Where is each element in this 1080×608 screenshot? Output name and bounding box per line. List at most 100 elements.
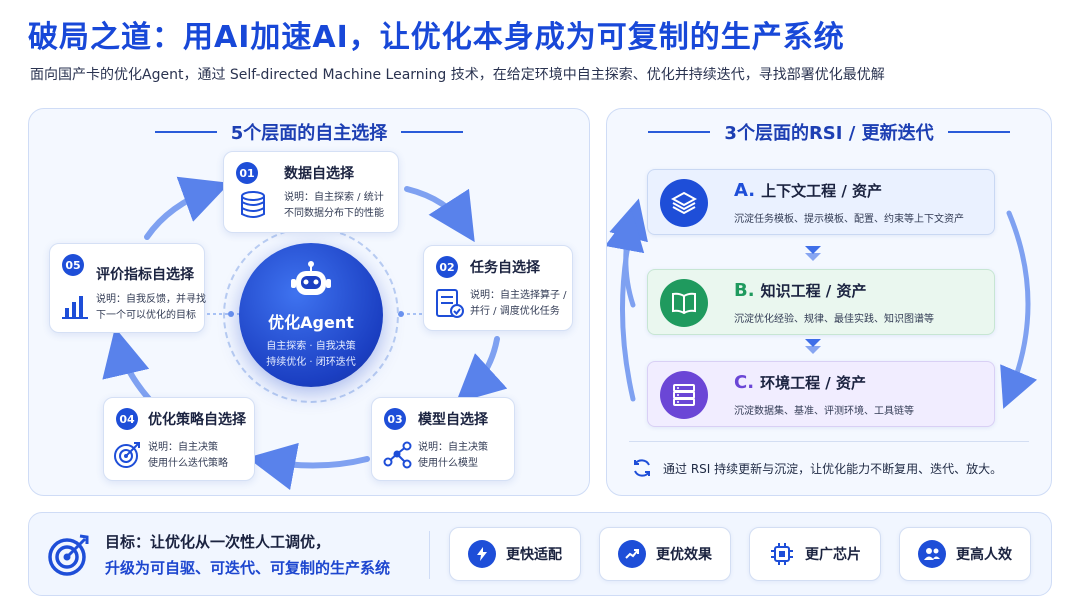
node-desc-line1: 说明：自主决策: [418, 442, 488, 453]
arrow-04-to-05: [102, 327, 152, 402]
arrow-01-to-02: [404, 186, 475, 243]
header-rule-right: [401, 131, 464, 133]
target-icon: [48, 534, 89, 576]
chevron-down-icon: [805, 253, 821, 261]
node-desc-line1: 说明：自主决策: [148, 442, 218, 453]
node-desc-line1: 说明：自我反馈，并寻找: [96, 294, 206, 305]
agent-hub-line1: 自主探索 · 自我决策: [266, 341, 356, 352]
rsi-card-letter: A.: [734, 180, 756, 201]
page-subtitle: 面向国产卡的优化Agent，通过 Self-directed Machine L…: [30, 67, 885, 83]
node-data-selection: 01 数据自选择 说明：自主探索 / 统计 不同数据分布下的性能: [223, 151, 399, 233]
header-rule-left: [648, 131, 711, 133]
autonomy-panel-title: 5个层面的自主选择: [230, 123, 388, 144]
benefit-label: 更快适配: [506, 547, 562, 563]
chevron-down-icon: [805, 346, 821, 354]
rsi-card-context: A. 上下文工程 / 资产 沉淀任务模板、提示模板、配置、约束等上下文资产: [647, 169, 995, 235]
arrow-03-to-04: [247, 442, 370, 491]
bar-chart-icon: [62, 296, 88, 319]
node-description: 说明：自主探索 / 统计 不同数据分布下的性能: [284, 190, 384, 222]
node-number: 04: [116, 408, 138, 430]
benefit-more-chips: 更广芯片: [749, 527, 881, 581]
node-task-selection: 02 任务自选择 说明：自主选择算子 / 并行 / 调度优化任务: [423, 245, 573, 331]
autonomy-panel: 5个层面的自主选择: [28, 108, 590, 496]
rsi-card-title-text: 上下文工程 / 资产: [761, 182, 883, 200]
arrow-02-to-03: [455, 336, 508, 404]
rsi-card-desc: 沉淀任务模板、提示模板、配置、约束等上下文资产: [734, 214, 964, 225]
benefit-label: 更高人效: [956, 547, 1012, 563]
open-book-icon: [660, 279, 708, 327]
node-description: 说明：自主决策 使用什么迭代策略: [148, 440, 228, 472]
hub-link-dot-right: [398, 311, 404, 317]
arrow-05-to-01: [144, 176, 230, 240]
rsi-card-title-text: 知识工程 / 资产: [760, 282, 867, 300]
node-title: 评价指标自选择: [96, 267, 194, 283]
agent-hub-title: 优化Agent: [268, 313, 354, 332]
rsi-card-desc: 沉淀数据集、基准、评测环境、工具链等: [734, 406, 914, 417]
rsi-panel-title: 3个层面的RSI / 更新迭代: [724, 123, 934, 144]
agent-hub-line2: 持续优化 · 闭环迭代: [266, 357, 356, 368]
rsi-panel: 3个层面的RSI / 更新迭代 A.上下文工程: [606, 108, 1052, 496]
goal-line1: 目标：让优化从一次性人工调优，: [105, 533, 331, 551]
network-nodes-icon: [383, 441, 412, 469]
rsi-card-desc: 沉淀优化经验、规律、最佳实践、知识图谱等: [734, 314, 934, 325]
robot-icon: [291, 261, 331, 295]
node-number: 01: [236, 162, 258, 184]
header-rule-left: [154, 131, 217, 133]
chip-icon: [771, 543, 793, 565]
rsi-card-title: C.环境工程 / 资产: [734, 372, 866, 393]
header-rule-right: [947, 131, 1010, 133]
rsi-card-letter: C.: [734, 372, 755, 393]
rsi-card-title: A. 上下文工程 / 资产: [734, 180, 882, 201]
benefit-faster-adaptation: 更快适配: [449, 527, 581, 581]
node-description: 说明：自主选择算子 / 并行 / 调度优化任务: [470, 288, 567, 320]
chevron-down-icon: [805, 339, 821, 347]
node-title: 模型自选择: [418, 412, 488, 428]
rsi-arrows: [607, 198, 1038, 409]
rsi-note-text: 通过 RSI 持续更新与沉淀，让优化能力不断复用、迭代、放大。: [663, 461, 1003, 476]
chevron-down-icon: [805, 246, 821, 254]
rsi-card-title: B. 知识工程 / 资产: [734, 280, 867, 301]
loop-arrow-right: [1000, 210, 1038, 409]
layers-icon: [660, 179, 708, 227]
checklist-icon: [436, 289, 464, 318]
rsi-panel-header: 3个层面的RSI / 更新迭代: [607, 119, 1051, 145]
benefit-label: 更广芯片: [805, 547, 861, 563]
node-desc-line1: 说明：自主选择算子 /: [470, 290, 567, 301]
cycle-arrows: [102, 176, 508, 491]
autonomy-panel-header: 5个层面的自主选择: [29, 119, 589, 145]
target-arrow-icon: [114, 442, 140, 468]
benefit-label: 更优效果: [656, 547, 712, 563]
rsi-divider: [629, 441, 1029, 442]
node-desc-line2: 使用什么模型: [418, 458, 478, 469]
benefit-better-results: 更优效果: [599, 527, 731, 581]
node-desc-line1: 说明：自主探索 / 统计: [284, 192, 384, 203]
node-desc-line2: 下一个可以优化的目标: [96, 310, 196, 321]
node-title: 数据自选择: [284, 166, 354, 182]
agent-hub: 优化Agent 自主探索 · 自我决策 持续优化 · 闭环迭代: [239, 243, 383, 387]
rsi-card-letter: B.: [734, 280, 755, 301]
node-desc-line2: 不同数据分布下的性能: [284, 208, 384, 219]
node-description: 说明：自主决策 使用什么模型: [418, 440, 488, 472]
node-number: 03: [384, 408, 406, 430]
node-desc-line2: 使用什么迭代策略: [148, 458, 228, 469]
node-model-selection: 03 模型自选择 说明：自主决策 使用什么模型: [371, 397, 515, 481]
node-number: 05: [62, 254, 84, 276]
goal-line2: 升级为可自驱、可迭代、可复制的生产系统: [105, 559, 391, 577]
node-desc-line2: 并行 / 调度优化任务: [470, 306, 560, 317]
node-description: 说明：自我反馈，并寻找 下一个可以优化的目标: [96, 292, 206, 324]
rsi-card-environment: C.环境工程 / 资产 沉淀数据集、基准、评测环境、工具链等: [647, 361, 995, 427]
node-number: 02: [436, 256, 458, 278]
people-icon: [918, 540, 946, 568]
database-icon: [241, 191, 265, 218]
refresh-icon: [634, 459, 650, 477]
rsi-note: 通过 RSI 持续更新与沉淀，让优化能力不断复用、迭代、放大。: [631, 457, 1002, 479]
lightning-icon: [468, 540, 496, 568]
goal-bar: 目标：让优化从一次性人工调优， 升级为可自驱、可迭代、可复制的生产系统 更快适配…: [28, 512, 1052, 596]
node-title: 任务自选择: [470, 260, 540, 276]
node-metric-selection: 05 评价指标自选择 说明：自我反馈，并寻找 下一个可以优化的目标: [49, 243, 206, 333]
server-icon: [660, 371, 708, 419]
loop-arrow-left-inner: [607, 210, 645, 308]
node-title: 优化策略自选择: [148, 412, 246, 428]
trend-up-icon: [618, 540, 646, 568]
goal-divider: [429, 531, 430, 579]
